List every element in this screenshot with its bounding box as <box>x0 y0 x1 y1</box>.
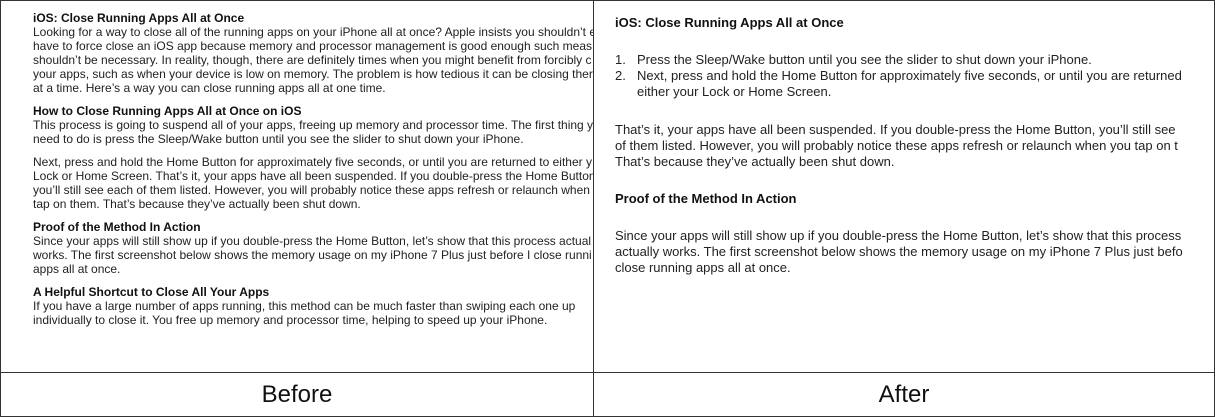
text-line: have to force close an iOS app because m… <box>33 39 592 53</box>
after-paragraph-2: Since your apps will still show up if yo… <box>615 228 1214 276</box>
before-paragraph-2: This process is going to suspend all of … <box>33 118 593 146</box>
text-line: you’ll still see each of them listed. Ho… <box>33 183 590 197</box>
text-line: your apps, such as when your device is l… <box>33 67 593 81</box>
text-line: Since your apps will still show up if yo… <box>615 228 1182 243</box>
text-line: either your Lock or Home Screen. <box>637 84 832 99</box>
before-heading-3: Proof of the Method In Action <box>33 220 201 234</box>
after-document: iOS: Close Running Apps All at Once 1. P… <box>594 1 1214 276</box>
before-heading-2: How to Close Running Apps All at Once on… <box>33 104 302 118</box>
before-heading-1: iOS: Close Running Apps All at Once <box>33 11 245 25</box>
before-paragraph-1: Looking for a way to close all of the ru… <box>33 25 593 95</box>
text-line: of them listed. However, you will probab… <box>615 138 1178 153</box>
after-panel: iOS: Close Running Apps All at Once 1. P… <box>594 1 1214 373</box>
text-line: at a time. Here’s a way you can close ru… <box>33 81 386 95</box>
list-item: 2. Next, press and hold the Home Button … <box>615 68 1214 100</box>
text-line: Next, press and hold the Home Button for… <box>637 68 1182 83</box>
text-line: apps all at once. <box>33 262 121 276</box>
text-line: That’s because they’ve actually been shu… <box>615 154 895 169</box>
before-panel: iOS: Close Running Apps All at Once Look… <box>1 1 594 373</box>
text-line: works. The first screenshot below shows … <box>33 248 592 262</box>
text-line: That’s it, your apps have all been suspe… <box>615 122 1176 137</box>
before-heading-4: A Helpful Shortcut to Close All Your App… <box>33 285 270 299</box>
before-paragraph-5: If you have a large number of apps runni… <box>33 299 593 327</box>
after-heading: iOS: Close Running Apps All at Once <box>615 15 844 30</box>
text-line: shouldn’t be necessary. In reality, thou… <box>33 53 592 67</box>
before-paragraph-3: Next, press and hold the Home Button for… <box>33 155 593 211</box>
list-number: 1. <box>615 52 626 67</box>
text-line: If you have a large number of apps runni… <box>33 299 576 313</box>
list-item: 1. Press the Sleep/Wake button until you… <box>615 52 1214 68</box>
after-caption: After <box>878 380 930 408</box>
after-subheading: Proof of the Method In Action <box>615 191 797 206</box>
text-line: close running apps all at once. <box>615 260 791 275</box>
after-paragraph-1: That’s it, your apps have all been suspe… <box>615 122 1214 170</box>
text-line: individually to close it. You free up me… <box>33 313 548 327</box>
text-line: This process is going to suspend all of … <box>33 118 594 132</box>
text-line: Lock or Home Screen. That’s it, your app… <box>33 169 594 183</box>
text-line: need to do is press the Sleep/Wake butto… <box>33 132 524 146</box>
text-line: Since your apps will still show up if yo… <box>33 234 592 248</box>
after-steps-list: 1. Press the Sleep/Wake button until you… <box>615 52 1214 100</box>
text-line: Next, press and hold the Home Button for… <box>33 155 592 169</box>
list-text: Next, press and hold the Home Button for… <box>637 68 1182 100</box>
list-text: Press the Sleep/Wake button until you se… <box>637 52 1092 68</box>
text-line: Looking for a way to close all of the ru… <box>33 25 594 39</box>
before-document: iOS: Close Running Apps All at Once Look… <box>1 1 593 327</box>
text-line: tap on them. That’s because they’ve actu… <box>33 197 361 211</box>
list-number: 2. <box>615 68 626 83</box>
text-line: Press the Sleep/Wake button until you se… <box>637 52 1092 67</box>
text-line: actually works. The first screenshot bel… <box>615 244 1183 259</box>
before-paragraph-4: Since your apps will still show up if yo… <box>33 234 593 276</box>
before-caption: Before <box>1 373 594 416</box>
